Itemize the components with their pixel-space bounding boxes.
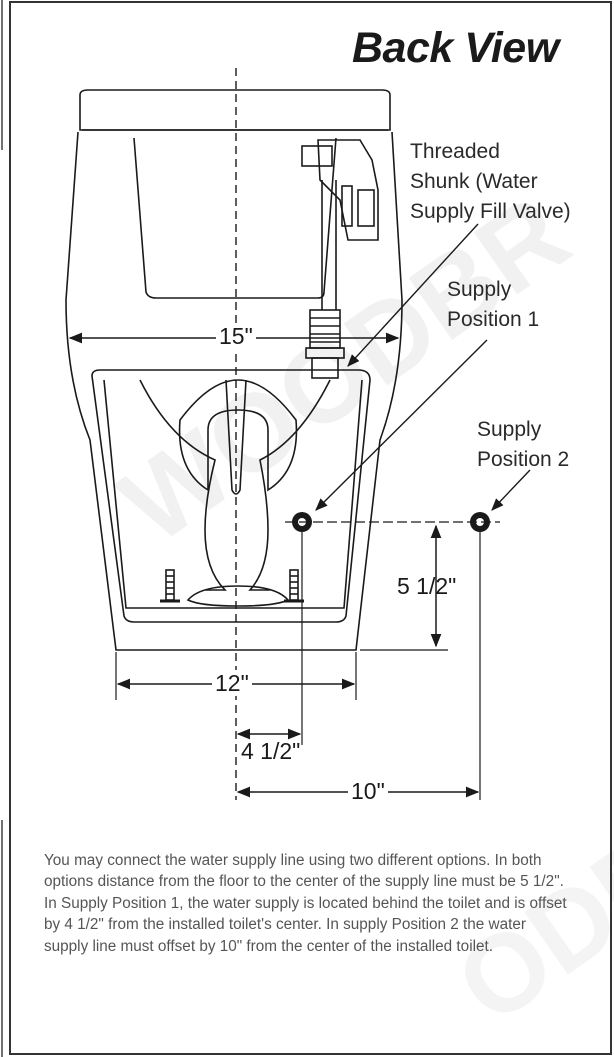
dimension-45-label: 4 1/2" xyxy=(241,738,301,764)
description-paragraph: You may connect the water supply line us… xyxy=(44,852,567,955)
label-supply-position-1: Supply Position 1 xyxy=(447,275,587,335)
label-pos1-line-2: Position 1 xyxy=(447,308,540,331)
tank-lid xyxy=(79,89,391,131)
page-border xyxy=(9,1,612,1055)
label-threaded-line-2: Shunk (Water xyxy=(410,170,538,193)
tank-body xyxy=(65,131,403,651)
dimension-15-label: 15" xyxy=(216,323,256,349)
label-pos2-line-2: Position 2 xyxy=(477,448,570,471)
trapway-left xyxy=(139,379,227,591)
label-threaded-line-3: Supply Fill Valve) xyxy=(410,200,571,223)
dimension-55-label: 5 1/2" xyxy=(397,573,457,599)
toilet-drawing xyxy=(65,89,403,651)
outlet xyxy=(186,585,290,607)
page-title: Back View xyxy=(352,24,559,72)
trapway-right xyxy=(248,379,331,591)
dimension-12-label: 12" xyxy=(212,670,252,696)
label-pos1-line-1: Supply xyxy=(447,278,512,301)
base-opening xyxy=(91,369,371,623)
fill-valve xyxy=(301,139,379,379)
label-threaded-line-1: Threaded xyxy=(410,140,500,163)
tank-inner xyxy=(133,137,337,299)
bolt-left xyxy=(160,569,180,603)
trap-neck xyxy=(225,379,247,495)
label-pos2-line-1: Supply xyxy=(477,418,542,441)
trap-bowl xyxy=(178,379,298,492)
bolt-right xyxy=(284,569,304,603)
base-opening-inner xyxy=(103,379,363,609)
dimension-10-label: 10" xyxy=(348,778,388,804)
leader-pos1 xyxy=(315,339,488,511)
supply-position-2-marker xyxy=(470,512,490,532)
label-supply-position-2: Supply Position 2 xyxy=(477,415,607,475)
leader-pos2 xyxy=(491,469,531,511)
label-threaded-shunk: Threaded Shunk (Water Supply Fill Valve) xyxy=(410,137,610,227)
